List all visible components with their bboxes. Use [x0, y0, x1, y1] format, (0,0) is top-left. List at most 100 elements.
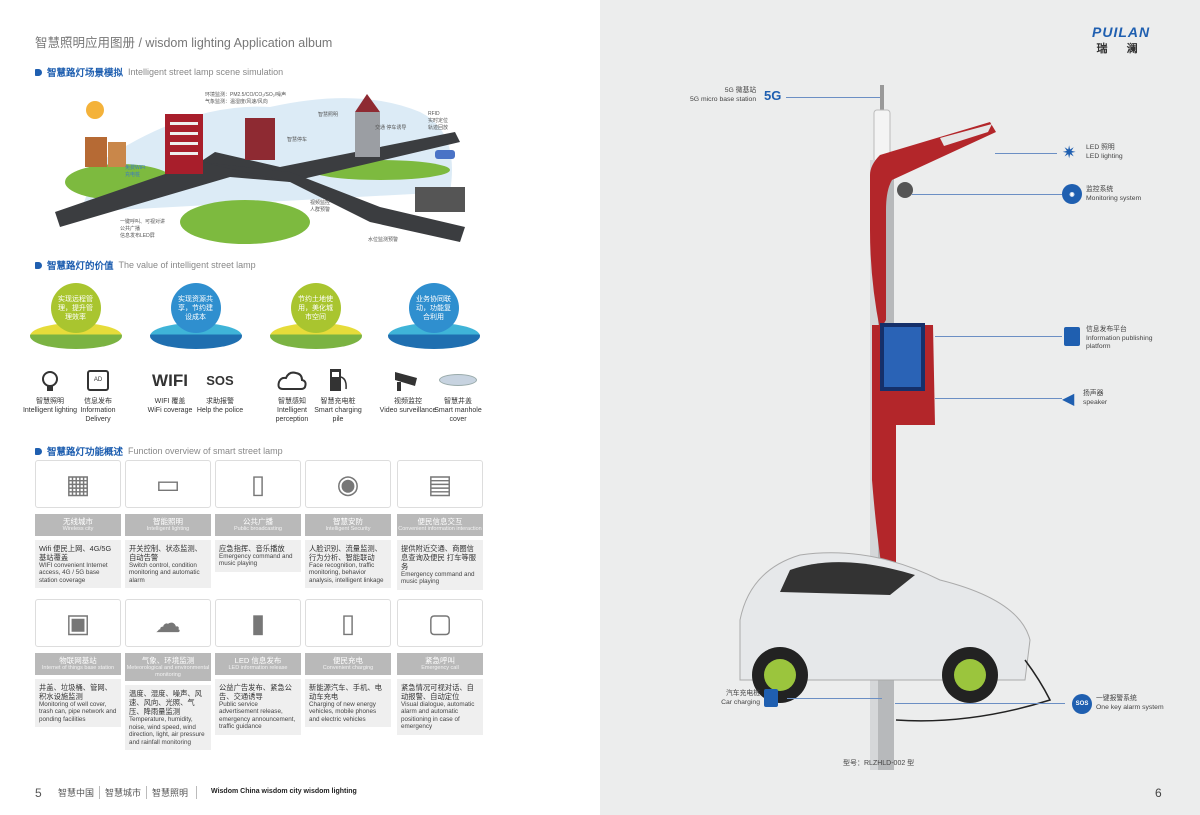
svg-text:一键呼叫、可视对讲: 一键呼叫、可视对讲 — [120, 218, 165, 225]
value-text: 实现资源共享，节约建设成本 — [170, 283, 221, 333]
camera-icon — [378, 366, 438, 394]
product-image: ▭ — [125, 460, 211, 508]
section-title-en: Function overview of smart street lamp — [128, 446, 283, 456]
svg-text:免费WIFI: 免费WIFI — [125, 164, 146, 171]
left-page: 智慧照明应用图册 / wisdom lighting Application a… — [20, 36, 488, 800]
section-title-cn: 智慧路灯功能概述 — [47, 447, 124, 458]
product-image: ▯ — [215, 460, 301, 508]
footer-slogan: Wisdom China wisdom city wisdom lighting — [211, 788, 357, 795]
callout-line — [787, 698, 882, 699]
product-image: ▢ — [397, 599, 483, 647]
section-function-header: 智慧路灯功能概述 Function overview of smart stre… — [35, 444, 283, 458]
info-platform-icon — [1064, 327, 1080, 346]
callout-line — [995, 153, 1057, 154]
svg-text:充电桩: 充电桩 — [125, 171, 140, 178]
callout-line — [935, 336, 1062, 337]
section-scene-header: 智慧路灯场景模拟 Intelligent street lamp scene s… — [35, 65, 283, 79]
wifi-icon: WIFI — [152, 370, 188, 390]
svg-text:实时定位: 实时定位 — [428, 117, 448, 124]
product-image: ▣ — [35, 599, 121, 647]
product-image: ☁ — [125, 599, 211, 647]
section-marker-icon — [35, 68, 42, 76]
value-disc: 节约土地使用，美化城市空间 — [268, 283, 363, 349]
model-number: 型号：RLZHLD-002 型 — [843, 760, 915, 767]
product-image: ◉ — [305, 460, 391, 508]
footer-tags: 智慧中国 智慧城市 智慧照明 Wisdom China wisdom city … — [58, 786, 357, 799]
svg-text:视频监控: 视频监控 — [310, 199, 330, 206]
monitoring-camera-icon: ◉ — [1062, 184, 1082, 204]
electric-car — [739, 552, 1031, 703]
svg-text:RFID: RFID — [428, 111, 440, 117]
svg-text:智慧照明: 智慧照明 — [318, 111, 338, 118]
product-image: ▯ — [305, 599, 391, 647]
footer-tag: 智慧城市 — [100, 786, 148, 799]
brand-logo: PUILAN 瑞 澜 — [1092, 24, 1151, 55]
value-text: 业务协同联动，功能复合利用 — [408, 283, 459, 333]
callout-line — [935, 398, 1062, 399]
manhole-icon — [428, 366, 488, 394]
album-title: 智慧照明应用图册 / wisdom lighting Application a… — [35, 36, 333, 50]
sun-icon — [86, 101, 104, 119]
product-image: ▦ — [35, 460, 121, 508]
smart-pole-illustration — [739, 85, 1052, 770]
svg-text:水位监测预警: 水位监测预警 — [368, 236, 398, 243]
section-title-en: Intelligent street lamp scene simulation — [128, 67, 284, 77]
sos-alarm-icon: SOS — [1072, 694, 1092, 714]
section-title-cn: 智慧路灯场景模拟 — [47, 68, 124, 79]
cloud-icon — [262, 366, 322, 394]
svg-text:人群预警: 人群预警 — [310, 206, 330, 213]
bulb-icon — [20, 366, 80, 394]
value-text: 节约土地使用，美化城市空间 — [290, 283, 341, 333]
value-disc: 实现资源共享，节约建设成本 — [148, 283, 243, 349]
callout-line — [895, 703, 1065, 704]
svg-text:信息发布LED屏: 信息发布LED屏 — [120, 232, 155, 239]
charging-station-icon — [764, 689, 778, 707]
page-number: 6 — [1155, 786, 1162, 800]
section-marker-icon — [35, 261, 42, 269]
footer-tag: 智慧中国 — [58, 786, 101, 799]
svg-text:公共广播: 公共广播 — [120, 225, 140, 232]
svg-text:轨迹回放: 轨迹回放 — [428, 124, 448, 131]
svg-text:气象监测：温湿度/风速/风向: 气象监测：温湿度/风速/风向 — [205, 98, 268, 105]
value-text: 实现远程管理，提升管理效率 — [50, 283, 101, 333]
section-title-en: The value of intelligent street lamp — [118, 260, 256, 270]
section-marker-icon — [35, 447, 42, 455]
svg-text:智慧停车: 智慧停车 — [287, 136, 307, 143]
svg-text:交通 停车诱导: 交通 停车诱导 — [375, 124, 406, 131]
